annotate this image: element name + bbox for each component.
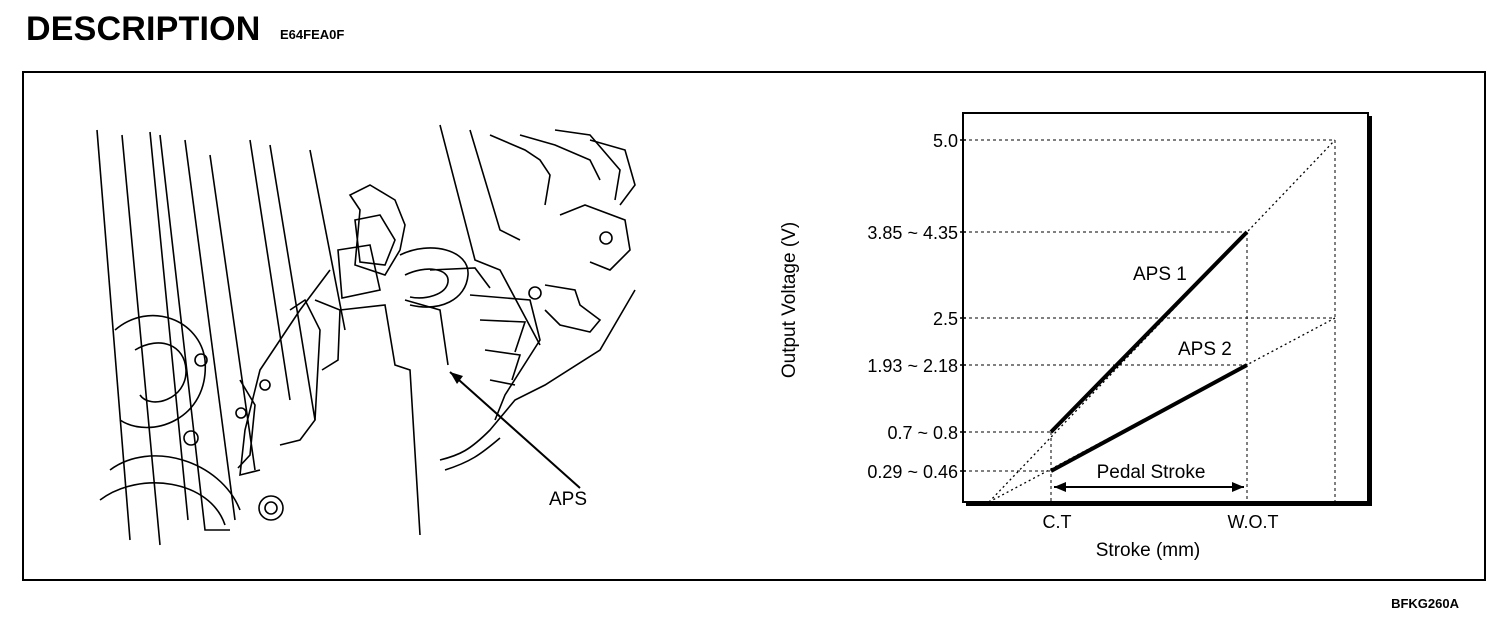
x-tick-label: C.T xyxy=(1043,512,1072,532)
pedal-stroke-annotation: Pedal Stroke xyxy=(1054,462,1244,492)
x-tick-labels: C.T W.O.T xyxy=(1043,512,1279,532)
series-line xyxy=(1049,230,1249,434)
y-axis-label: Output Voltage (V) xyxy=(779,222,800,378)
section-code: E64FEA0F xyxy=(280,27,345,42)
chart-guides xyxy=(963,139,1336,502)
x-tick-label: W.O.T xyxy=(1228,512,1279,532)
y-tick-labels: 5.0 3.85 ~ 4.35 2.5 1.93 ~ 2.18 0.7 ~ 0.8 0.2… xyxy=(867,131,966,482)
engine-bay-illustration xyxy=(96,124,636,546)
chart-plot-area xyxy=(962,112,1369,503)
pedal-stroke-label: Pedal Stroke xyxy=(1097,462,1206,483)
aps-output-chart: Pedal Stroke APS 1 APS 2 5.0 3.85 ~ 4.35 2… xyxy=(779,112,1372,561)
chart-shadow-bottom xyxy=(966,501,1372,506)
y-tick-label: 0.29 ~ 0.46 xyxy=(867,462,958,482)
y-tick-label: 1.93 ~ 2.18 xyxy=(867,356,958,376)
figure-code: BFKG260A xyxy=(1391,596,1459,611)
chart-series xyxy=(1049,230,1249,473)
y-tick-label: 0.7 ~ 0.8 xyxy=(887,423,958,443)
aps-callout: APS xyxy=(449,371,587,510)
y-tick-label: 5.0 xyxy=(933,131,958,151)
series-label-aps2: APS 2 xyxy=(1178,339,1232,360)
y-tick-label: 3.85 ~ 4.35 xyxy=(867,223,958,243)
aps-callout-label: APS xyxy=(549,489,587,510)
series-line xyxy=(1050,363,1248,473)
page-title: DESCRIPTION xyxy=(26,10,261,48)
chart-shadow-right xyxy=(1367,116,1372,506)
description-panel xyxy=(22,71,1486,581)
series-label-aps1: APS 1 xyxy=(1133,264,1187,285)
x-axis-label: Stroke (mm) xyxy=(1096,540,1201,561)
y-tick-label: 2.5 xyxy=(933,309,958,329)
